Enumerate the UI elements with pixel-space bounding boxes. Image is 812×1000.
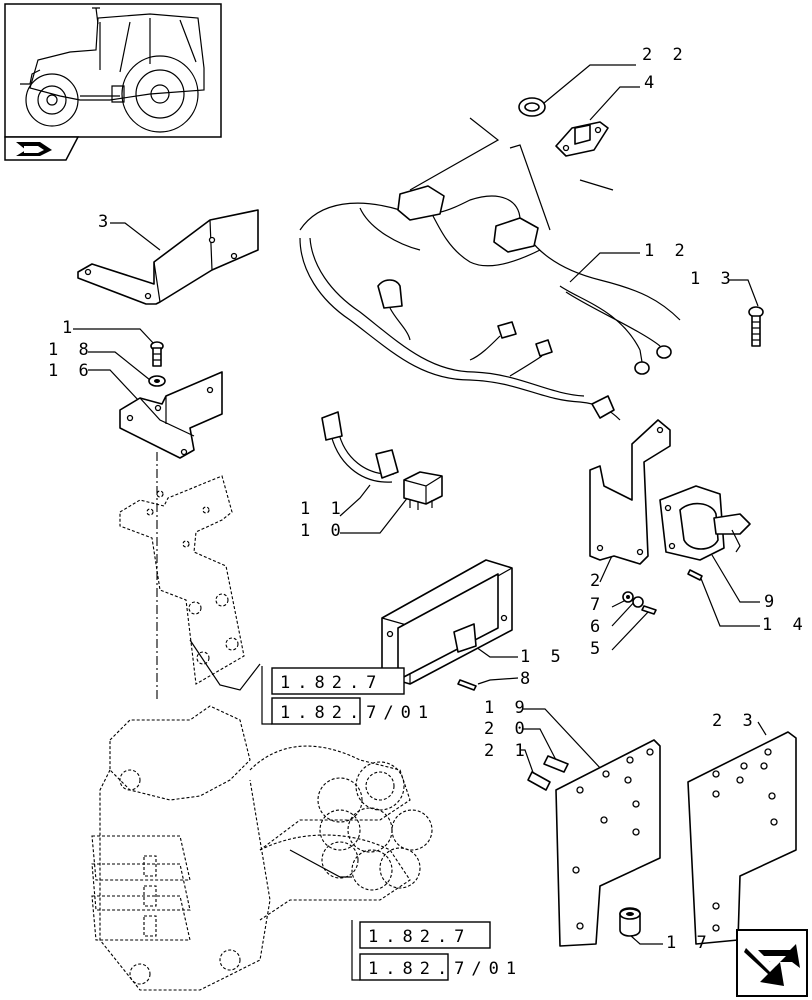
leader-lines [73, 64, 767, 945]
lower-reference-2: 1.82.7/01 [368, 959, 523, 979]
part-14-screw [687, 569, 703, 581]
callout-11: 1 1 [300, 499, 346, 519]
lower-reference-1: 1.82.7 [368, 927, 471, 947]
callout-23: 2 3 [712, 711, 758, 731]
part-3-bracket [77, 209, 259, 305]
part-1-screw [150, 341, 164, 367]
part-16-bracket [119, 371, 223, 459]
part-12-wiring-harness [299, 185, 681, 421]
callout-8: 8 [520, 669, 535, 689]
callout-16: 1 6 [48, 361, 94, 381]
next-page-arrow-icon[interactable] [736, 929, 808, 997]
part-5-screw [641, 605, 657, 615]
callout-1: 1 [62, 318, 77, 338]
callout-4: 4 [644, 73, 659, 93]
part-18-washer [148, 375, 166, 387]
callout-3: 3 [98, 212, 113, 232]
part-13-bolt [748, 306, 764, 347]
callout-15: 1 5 [520, 647, 566, 667]
lower-reference-box[interactable]: 1.82.7 1.82.7/01 [351, 920, 523, 981]
callout-20: 2 0 [484, 719, 530, 739]
callout-10: 1 0 [300, 521, 346, 541]
part-9-socket [659, 485, 751, 561]
part-22-clamp [518, 97, 546, 117]
callout-2: 2 [590, 571, 605, 591]
callout-labels: 2 2 4 3 1 2 1 3 1 1 8 1 6 1 1 1 0 2 7 6 … [48, 45, 808, 953]
callout-5: 5 [590, 639, 605, 659]
upper-reference-2: 1.82.7/01 [280, 703, 435, 723]
callout-9: 9 [764, 592, 779, 612]
callout-22: 2 2 [642, 45, 688, 65]
callout-14: 1 4 [762, 615, 808, 635]
part-4-connector [555, 121, 609, 157]
upper-reference-box[interactable]: 1.82.7 1.82.7/01 [261, 666, 435, 725]
part-6-washer [632, 596, 644, 608]
part-2-bracket [589, 419, 671, 565]
callout-19: 1 9 [484, 698, 530, 718]
callout-21: 2 1 [484, 741, 530, 761]
part-21-screw [527, 771, 551, 791]
phantom-mounting-plate [119, 452, 245, 700]
part-7-nut [622, 591, 634, 603]
part-11-cable [321, 411, 399, 483]
part-8-screw [457, 679, 477, 691]
part-10-relay [403, 471, 443, 510]
callout-7: 7 [590, 595, 605, 615]
callout-6: 6 [590, 617, 605, 637]
section-book-icon[interactable] [4, 136, 80, 161]
part-15-control-unit [381, 559, 513, 685]
callout-18: 1 8 [48, 340, 94, 360]
tractor-thumbnail-icon[interactable] [4, 3, 222, 138]
part-17-spacer [619, 907, 641, 937]
part-23-plate [687, 731, 797, 945]
part-19-plate [555, 739, 661, 947]
callout-17: 1 7 [666, 933, 712, 953]
callout-12: 1 2 [644, 241, 690, 261]
callout-13: 1 3 [690, 269, 736, 289]
phantom-control-valve [91, 705, 433, 991]
part-20-screw [543, 755, 569, 773]
upper-reference-1: 1.82.7 [280, 673, 383, 693]
